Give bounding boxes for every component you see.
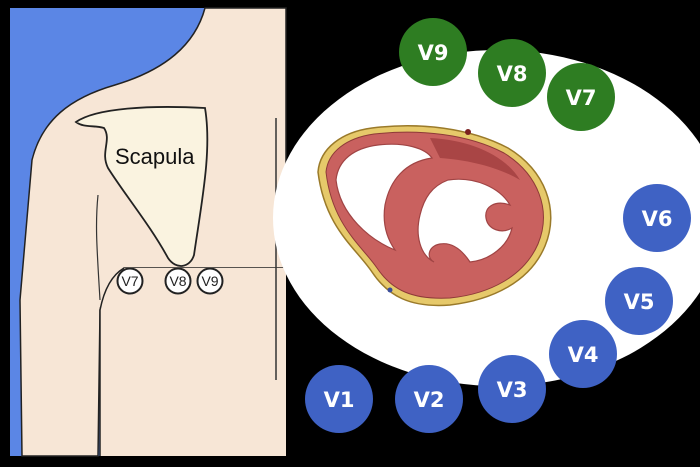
electrode-v8: V8 <box>478 39 546 107</box>
back-electrode-v7: V7 <box>116 267 144 295</box>
back-view-panel: Scapula V7 V8 V9 <box>8 6 288 458</box>
heart-cross-section <box>317 125 552 307</box>
back-electrode-v8: V8 <box>164 267 192 295</box>
electrode-v5: V5 <box>605 267 673 335</box>
scapula-shape <box>74 106 209 267</box>
electrode-v1: V1 <box>305 365 373 433</box>
electrode-v5-label: V5 <box>624 290 655 314</box>
right-ventricle-cavity <box>335 143 434 252</box>
lv-shading <box>430 138 520 180</box>
scapula-label: Scapula <box>115 144 195 169</box>
axilla-line <box>95 194 101 301</box>
arm-outline <box>99 267 125 456</box>
electrode-v9: V9 <box>399 18 467 86</box>
electrode-v6: V6 <box>623 184 691 252</box>
back-skin-lower <box>100 268 286 456</box>
electrode-v7: V7 <box>547 63 615 131</box>
electrode-v7-label: V7 <box>566 86 597 110</box>
electrode-v3: V3 <box>478 355 546 423</box>
electrode-v8-label: V8 <box>497 62 528 86</box>
electrode-v2-label: V2 <box>414 388 445 412</box>
electrode-v9-label: V9 <box>418 41 449 65</box>
electrode-v1-label: V1 <box>324 388 355 412</box>
electrode-v6-label: V6 <box>642 207 673 231</box>
coronary-vessel <box>465 129 471 135</box>
electrode-v4-label: V4 <box>568 343 599 367</box>
electrode-v3-label: V3 <box>497 378 528 402</box>
coronary-vessel-2 <box>387 287 393 293</box>
back-electrode-v7-label: V7 <box>121 273 138 289</box>
electrode-v2: V2 <box>395 365 463 433</box>
electrode-v4: V4 <box>549 320 617 388</box>
back-electrode-v9-label: V9 <box>201 273 218 289</box>
back-electrode-v9: V9 <box>196 267 224 295</box>
back-electrode-v8-label: V8 <box>169 273 186 289</box>
left-ventricle-cavity <box>417 178 513 263</box>
